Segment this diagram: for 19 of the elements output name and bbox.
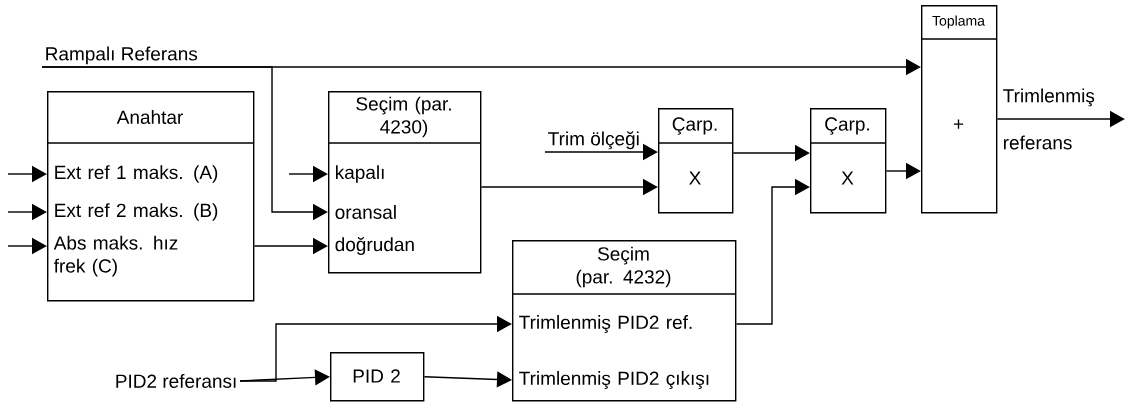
operator-box: Çarp. X [809,108,887,214]
input-label: oransal [335,205,396,219]
signal-label: Trim ölçeği [548,131,639,150]
input-label: doğrudan [335,237,414,255]
arrow [239,369,330,386]
input-label: Ext ref 1 maks. (A) [55,165,218,183]
operator-box: Çarp. X [657,108,734,214]
input-label: Abs maks. hız frek (C) [53,235,178,277]
edge-label: Trimlenmiş referans [1003,88,1095,150]
input-label: kapalı [336,165,384,183]
input-label: Ext ref 2 maks. (B) [55,203,218,221]
arrow [423,371,512,388]
input-label: Trimlenmiş PID2 ref. [519,315,692,333]
arrow [735,178,810,325]
operator-box: Toplama + [920,5,998,214]
signal-label: PID2 referansı [116,374,236,388]
signal-label: Rampalı Referans [46,46,198,65]
input-label: Trimlenmiş PID2 çıkışı [519,371,709,389]
operator-box: PID 2 [330,352,425,402]
